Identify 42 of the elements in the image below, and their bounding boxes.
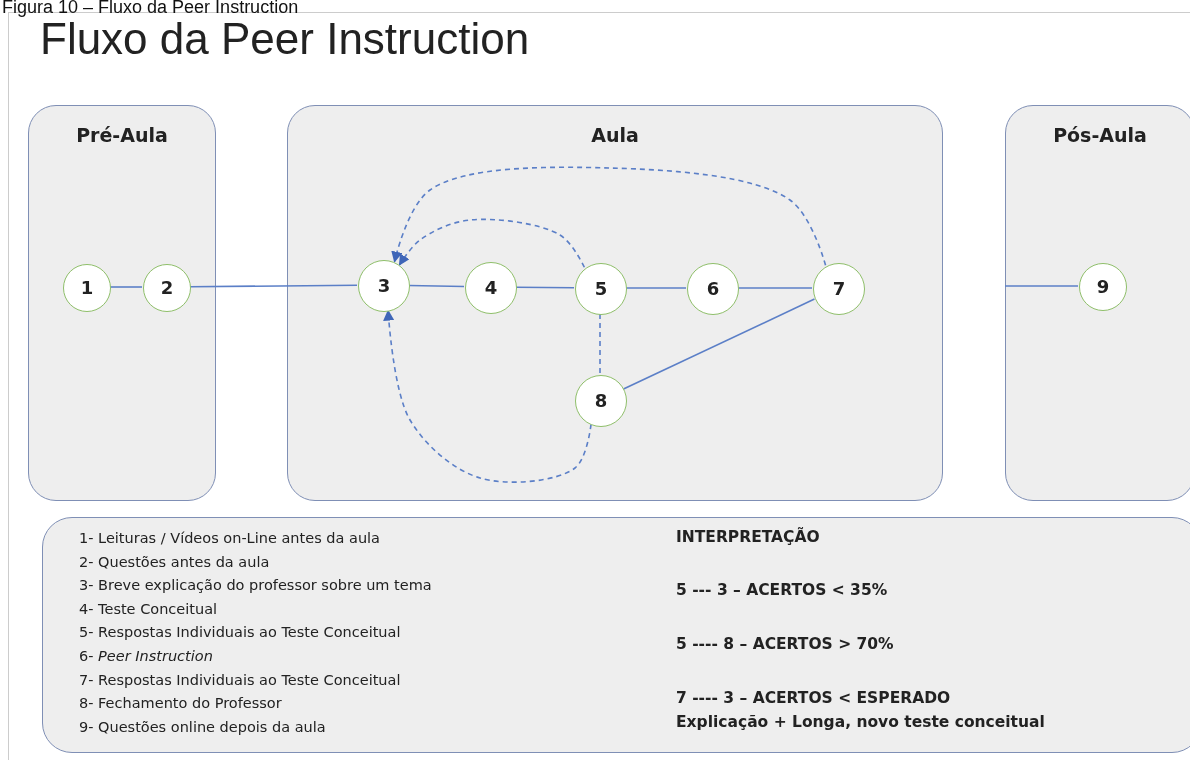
- step-circle: 9: [1079, 263, 1127, 311]
- step-circle: 8: [575, 375, 627, 427]
- key-panel: [42, 517, 1190, 753]
- connector-line: [625, 287, 687, 289]
- connector-line: [515, 286, 575, 289]
- phase-panel: [28, 105, 216, 501]
- phase-title: Pós-Aula: [1052, 124, 1148, 146]
- step-description: 3- Breve explicação do professor sobre um tema: [79, 577, 432, 594]
- step-circle: 5: [575, 263, 627, 315]
- step-circle: 7: [813, 263, 865, 315]
- step-description: 2- Questões antes da aula: [79, 553, 270, 570]
- step-circle: 6: [687, 263, 739, 315]
- section-heading: INTERPRETAÇÃO: [676, 528, 820, 546]
- step-description: 7- Respostas Individuais ao Teste Conceitual: [79, 671, 401, 688]
- step-description: 8- Fechamento do Professor: [79, 695, 282, 712]
- interpretation-rule: 7 ---- 3 – ACERTOS < ESPERADO: [676, 689, 951, 707]
- step-circle: 1: [63, 264, 111, 312]
- connector-line: [622, 298, 816, 390]
- step-description: 4- Teste Conceitual: [79, 600, 218, 617]
- step-description: 6- Peer Instruction: [79, 648, 213, 664]
- connector-line: [109, 286, 143, 288]
- connector-line: [408, 284, 465, 288]
- phase-title: Pré-Aula: [75, 124, 169, 146]
- arrow: [398, 218, 586, 269]
- connector-line: [737, 287, 813, 289]
- connector-line: [1004, 285, 1079, 287]
- arrow: [383, 309, 592, 483]
- step-circle: 3: [358, 260, 410, 312]
- interpretation-rule: 5 ---- 8 – ACERTOS > 70%: [676, 635, 894, 653]
- interpretation-rule: 5 --- 3 – ACERTOS < 35%: [676, 581, 888, 599]
- connector-line: [189, 284, 358, 288]
- step-description: 1- Leituras / Vídeos on-Line antes da aula: [79, 530, 380, 546]
- step-circle: 2: [143, 264, 191, 312]
- phase-panel: [1005, 105, 1190, 501]
- interpretation-rule: Explicação + Longa, novo teste conceitual: [676, 713, 1045, 731]
- connector-line: [599, 313, 601, 375]
- phase-title: Aula: [590, 124, 640, 146]
- step-description: 9- Questões online depois da aula: [79, 718, 326, 735]
- phase-panel: [287, 105, 943, 501]
- step-circle: 4: [465, 262, 517, 314]
- arrow: [391, 166, 827, 266]
- step-description: 5- Respostas Individuais ao Teste Conceitual: [79, 624, 401, 641]
